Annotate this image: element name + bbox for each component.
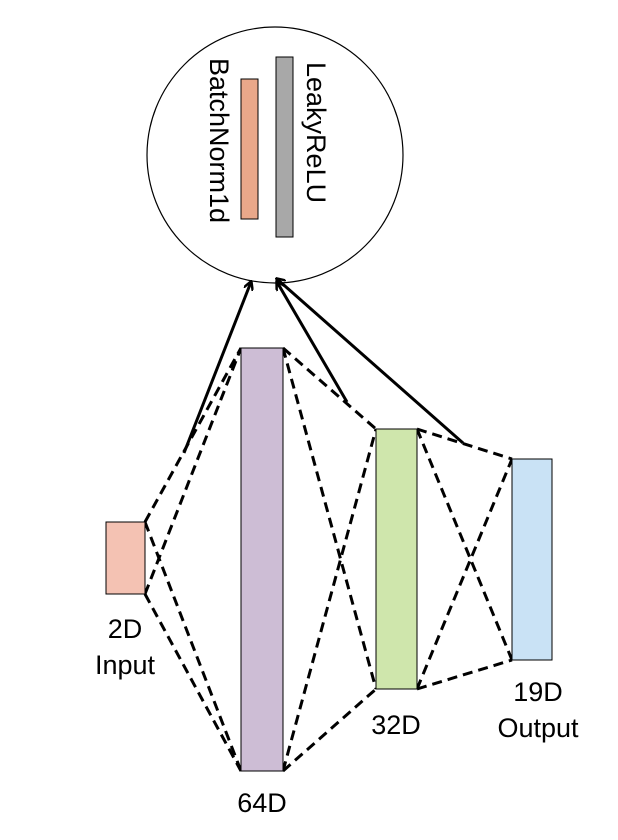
connection-line <box>415 458 514 690</box>
arrows <box>182 279 464 454</box>
hidden64-label: 64D <box>237 788 287 818</box>
input-layer <box>105 521 146 595</box>
connection-line <box>143 521 243 772</box>
connection-line <box>281 347 378 690</box>
leakyrelu-label: LeakyReLU <box>301 62 331 203</box>
hidden32-label: 32D <box>371 710 421 740</box>
layers <box>105 347 553 772</box>
output-label-line1: 19D <box>513 677 563 707</box>
hidden-layer-64 <box>240 347 284 772</box>
connections <box>143 346 514 773</box>
layer-block: LeakyReLU BatchNorm1d <box>146 26 404 284</box>
connection-line <box>282 346 377 431</box>
block-circle <box>146 26 404 284</box>
connection-line <box>281 428 378 772</box>
batchnorm-label: BatchNorm1d <box>204 58 234 223</box>
input-label-line1: 2D <box>108 614 143 644</box>
connection-line <box>415 428 514 661</box>
output-label-line2: Output <box>497 713 579 743</box>
leakyrelu-bar <box>275 56 294 238</box>
connection-line <box>416 658 513 691</box>
batchnorm-bar <box>240 78 259 220</box>
output-layer <box>511 458 553 661</box>
hidden-layer-32 <box>375 428 418 690</box>
arrow-from-64d <box>277 282 349 403</box>
arrow-from-32d <box>277 279 464 445</box>
connection-line <box>282 687 377 773</box>
connection-line <box>143 347 243 595</box>
connection-line <box>143 347 243 523</box>
input-label-line2: Input <box>95 650 156 680</box>
arrow-from-input <box>182 282 251 454</box>
layer-labels: 2D Input 64D 32D 19D Output <box>95 614 579 818</box>
connection-line <box>143 593 243 772</box>
connection-line <box>416 427 513 461</box>
